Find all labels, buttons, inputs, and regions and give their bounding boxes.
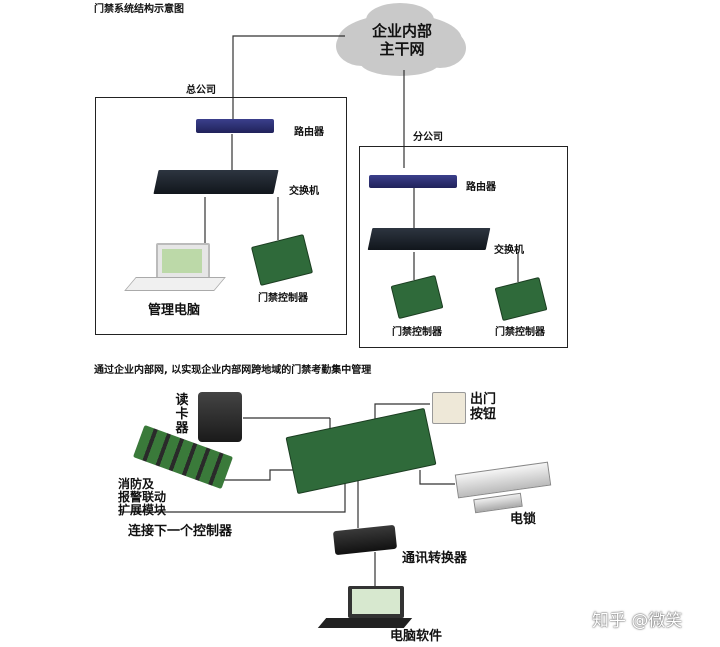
next-controller-label: 连接下一个控制器	[128, 524, 233, 539]
fire-module-label: 消防及 报警联动 扩展模块	[118, 478, 166, 517]
branch-controller-2-label: 门禁控制器	[495, 327, 545, 338]
head-office-box	[95, 97, 347, 335]
exit-button-label: 出门 按钮	[470, 392, 496, 422]
head-office-router-icon	[196, 119, 274, 133]
fire-module-line-1: 消防及	[118, 477, 155, 491]
head-office-label: 总公司	[186, 85, 216, 96]
cloud-line-2: 主干网	[379, 40, 425, 58]
diagram-title: 门禁系统结构示意图	[94, 4, 184, 15]
electric-lock-label: 电锁	[510, 512, 537, 527]
caption-text: 通过企业内部网, 以实现企业内部网跨地域的门禁考勤集中管理	[94, 365, 372, 376]
watermark-text: 知乎 @微笑	[592, 611, 683, 631]
branch-switch-label: 交换机	[494, 245, 524, 256]
management-pc-label: 管理电脑	[148, 303, 201, 318]
exit-button-line-2: 按钮	[470, 407, 497, 422]
card-reader-icon	[198, 392, 242, 442]
branch-office-label: 分公司	[413, 132, 443, 143]
branch-office-box	[359, 146, 568, 348]
branch-switch-icon	[367, 228, 491, 250]
reader-label: 读卡器	[175, 393, 189, 436]
branch-router-icon	[369, 175, 457, 188]
fire-module-line-3: 扩展模块	[118, 503, 167, 517]
exit-button-icon	[432, 392, 466, 424]
software-laptop-icon	[317, 586, 414, 632]
laptop-icon	[124, 243, 226, 293]
head-office-switch-icon	[153, 170, 279, 194]
cloud-label: 企业内部 主干网	[362, 22, 442, 58]
branch-controller-1-label: 门禁控制器	[392, 327, 442, 338]
exit-button-line-1: 出门	[470, 392, 497, 407]
software-label: 电脑软件	[390, 629, 443, 644]
converter-label: 通讯转换器	[402, 551, 468, 566]
head-office-switch-label: 交换机	[289, 186, 319, 197]
branch-router-label: 路由器	[466, 182, 496, 193]
fire-module-line-2: 报警联动	[118, 490, 167, 504]
head-office-controller-label: 门禁控制器	[258, 293, 308, 304]
cloud-shape	[336, 3, 466, 76]
head-office-router-label: 路由器	[294, 127, 324, 138]
cloud-line-1: 企业内部	[371, 22, 432, 40]
